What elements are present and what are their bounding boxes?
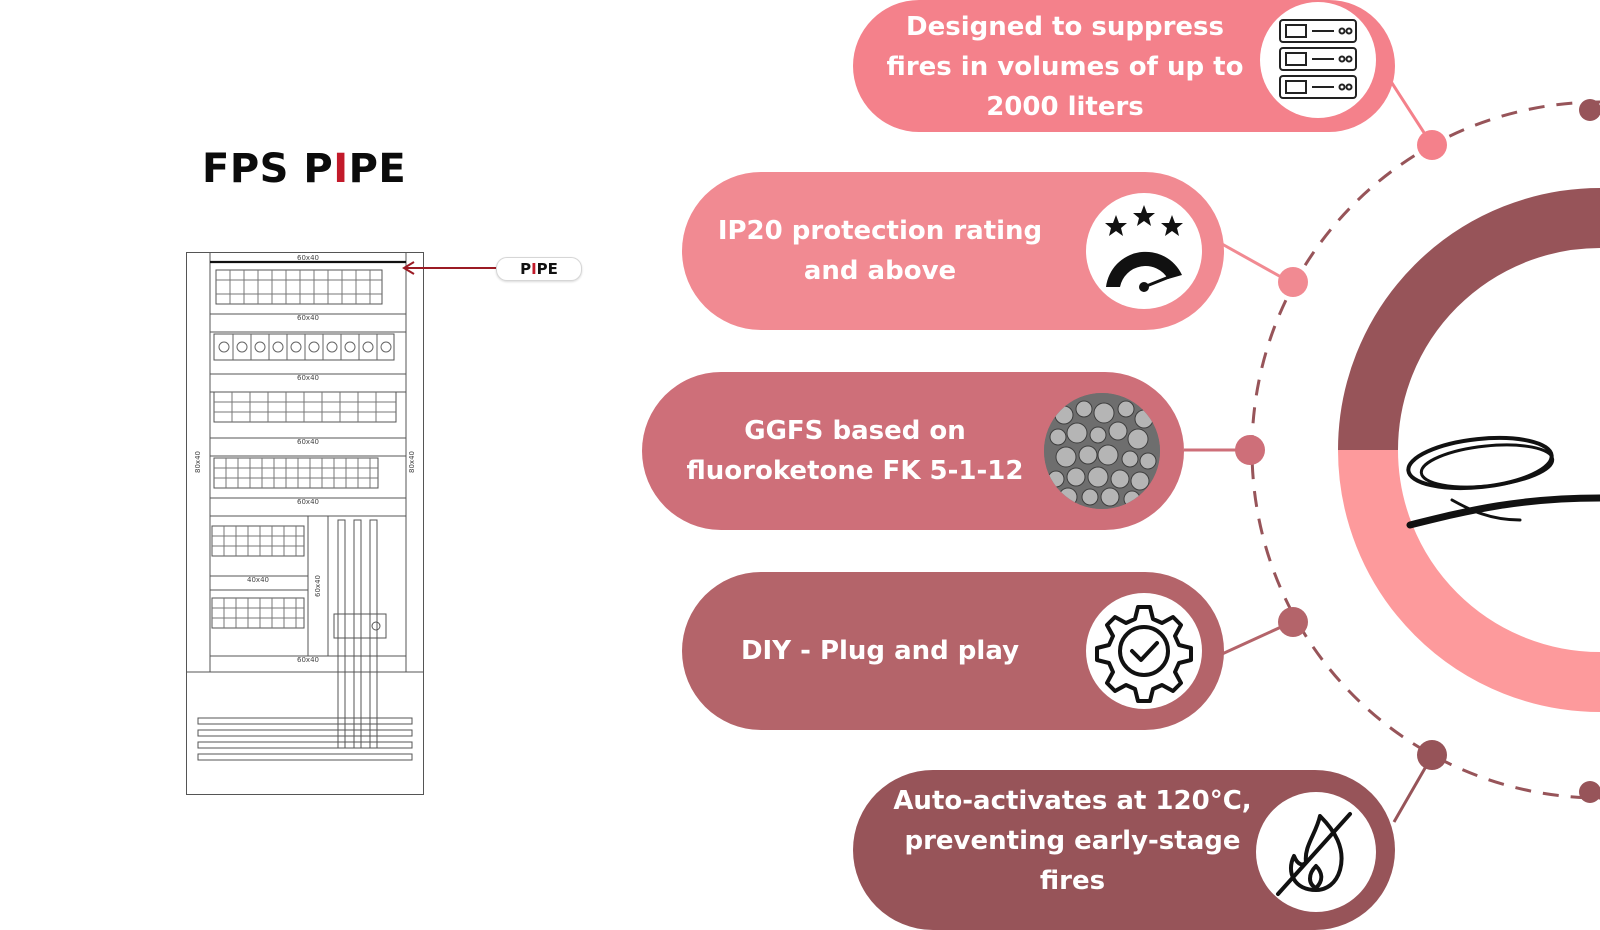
arc-end-dot bbox=[1579, 781, 1600, 803]
side-dim-label: 80x40 bbox=[408, 451, 416, 473]
title-accent-letter: I bbox=[333, 146, 349, 192]
server-rack-icon bbox=[1260, 2, 1376, 118]
pipe-arrow bbox=[402, 261, 498, 275]
decorative-ring bbox=[1184, 79, 1600, 823]
dim-label: 60x40 bbox=[297, 314, 319, 322]
feature-text-ip20: IP20 protection rating and above bbox=[717, 216, 1043, 286]
arc-end-dot bbox=[1579, 99, 1600, 121]
feature-text-diy: DIY - Plug and play bbox=[740, 636, 1020, 666]
dim-label: 60x40 bbox=[297, 656, 319, 664]
inner-dim-label: 60x40 bbox=[314, 575, 322, 597]
title-prefix: FPS P bbox=[202, 146, 334, 192]
cabinet-drawing: 60x40 60x40 60x40 60x40 60x40 40x40 60x4… bbox=[186, 252, 424, 795]
no-fire-icon bbox=[1256, 792, 1376, 912]
granules-icon bbox=[1044, 393, 1160, 509]
coiled-pipe-product bbox=[1406, 435, 1600, 529]
dim-label: 40x40 bbox=[247, 576, 269, 584]
cabinet-outline bbox=[186, 252, 424, 795]
gear-check-icon bbox=[1086, 593, 1202, 709]
connector-dot bbox=[1417, 740, 1447, 770]
feature-text-auto: Auto-activates at 120°C, preventing earl… bbox=[893, 786, 1252, 896]
connector-dot bbox=[1417, 130, 1447, 160]
pipe-callout-label: PIPE bbox=[496, 257, 582, 281]
connector-dot bbox=[1278, 607, 1308, 637]
dim-label: 60x40 bbox=[297, 254, 319, 262]
feature-text-volume: Designed to suppress fires in volumes of… bbox=[886, 12, 1244, 122]
dim-label: 60x40 bbox=[297, 498, 319, 506]
dim-label: 60x40 bbox=[297, 438, 319, 446]
page-title: FPS PIPE bbox=[202, 146, 406, 192]
feature-text-ggfs: GGFS based on fluoroketone FK 5-1-12 bbox=[686, 416, 1024, 486]
speedometer-stars-icon bbox=[1086, 193, 1202, 309]
title-suffix: PE bbox=[348, 146, 407, 192]
connector-dot bbox=[1235, 435, 1265, 465]
dim-label: 60x40 bbox=[297, 374, 319, 382]
side-dim-label: 80x40 bbox=[194, 451, 202, 473]
connector-dot bbox=[1278, 267, 1308, 297]
